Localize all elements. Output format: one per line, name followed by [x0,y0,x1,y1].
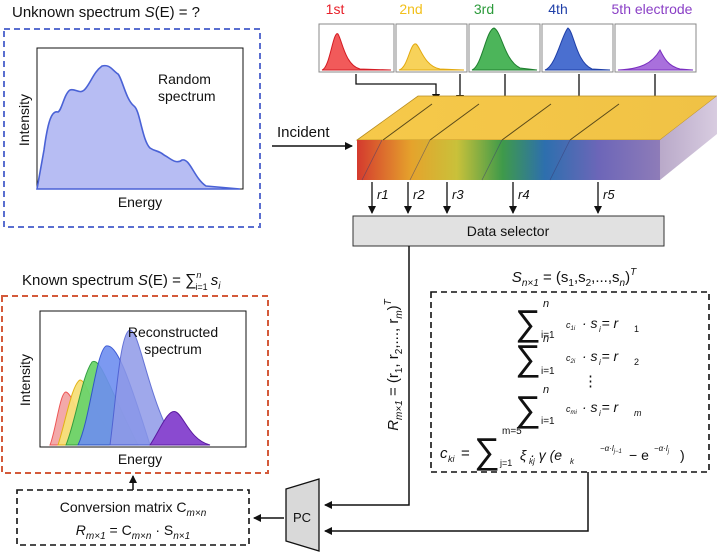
detector-bar [355,95,717,181]
svg-text:k: k [570,457,575,466]
equation-box [430,291,710,473]
cki-lhs: c [440,445,448,462]
bar-front [357,140,660,180]
conversion-matrix-line2: Rm×1 = Cm×n · Sn×1 [76,522,190,542]
bar-side [660,96,717,180]
electrode-peak-5 [617,48,694,71]
known-spectrum-box [1,295,269,474]
sum-sign-3: ∑ [515,388,541,429]
readout-r3: r3 [452,187,464,202]
svg-text:): ) [680,447,685,463]
electrode-labels: 1st 2nd 3rd 4th 5th electrode [326,1,693,17]
svg-text:m=5: m=5 [502,426,522,437]
svg-text:−α·lj: −α·lj [654,444,670,455]
readout-arrows [368,182,602,214]
conversion-matrix-line1: Conversion matrix Cm×n [60,499,207,519]
reconstructed-spectrum-curves [49,329,211,446]
pc-label: PC [293,510,311,525]
electrode-peak-2 [398,43,465,71]
svg-text:i: i [599,358,601,367]
pc-block [285,478,320,552]
known-plot-label-2: spectrum [144,341,202,357]
svg-text:ki: ki [448,454,456,464]
svg-text:c1i: c1i [566,320,576,332]
equation-2: · s = r [582,348,620,364]
equation-1: · s = r [582,315,620,331]
electrode-label-3: 3rd [474,1,494,17]
equation-rows: ∑ n i=1 c1i · s = r i 1 ∑ n i=1 c2i · s … [440,298,685,471]
known-ylabel: Intensity [17,354,33,406]
vector-r-label: Rm×1 = (r1, r2,..., rm)T [383,298,405,430]
readout-r1: r1 [377,187,389,202]
svg-text:i=1: i=1 [541,416,555,427]
readout-r2: r2 [413,187,425,202]
unknown-ylabel: Intensity [16,94,32,146]
equation-dots: ⋮ [583,373,598,390]
electrode-thumb-2 [395,23,468,73]
unknown-xlabel: Energy [118,194,162,210]
svg-text:2: 2 [634,357,639,367]
svg-text:n: n [543,298,549,310]
connector-lines [129,246,589,535]
known-plot-label-1: Reconstructed [128,324,218,340]
unknown-spectrum-box [3,28,261,228]
incident-label: Incident [277,124,330,141]
svg-text:n: n [543,333,549,345]
electrode-peak-3 [471,27,538,71]
readout-r4: r4 [518,187,530,202]
bar-top [355,95,717,141]
svg-text:i: i [599,325,601,334]
data-selector-label: Data selector [467,223,550,239]
cki-sum-sign: ∑ [474,430,500,471]
svg-text:j=1: j=1 [499,458,512,468]
svg-text:cmi: cmi [566,404,577,416]
electrode-peak-1 [321,33,392,71]
svg-text:i: i [599,409,601,418]
svg-text:=: = [461,445,470,462]
s-vector-definition: Sn×1 = (s1,s2,...,sn)T [512,267,637,289]
svg-text:n: n [543,384,549,396]
random-spectrum-curve [36,64,241,190]
sum-sign-1: ∑ [515,302,541,343]
electrode-label-1: 1st [326,1,345,17]
electrode-thumbnails [318,23,697,73]
cki-rhs: ξ · γ (e [520,447,562,463]
sum-sign-2: ∑ [515,337,541,378]
unknown-plot-label-2: spectrum [158,88,216,104]
electrode-label-5: 5th electrode [612,1,693,17]
unknown-plot-label-1: Random [158,71,211,87]
svg-text:1: 1 [634,324,639,334]
electrode-label-4: 4th [548,1,567,17]
svg-text:−α·lj−1: −α·lj−1 [600,444,622,455]
svg-text:− e: − e [629,447,649,463]
known-xlabel: Energy [118,451,162,467]
equation-3: · s = r [582,399,620,415]
svg-text:c2i: c2i [566,353,576,365]
conversion-matrix-box [16,489,250,546]
unknown-spectrum-title: Unknown spectrum S(E) = ? [12,4,200,21]
bar-electrode-lines [382,103,620,141]
known-plot-frame [39,310,247,448]
readout-r5: r5 [603,187,615,202]
svg-text:kj: kj [529,457,535,466]
svg-text:i=1: i=1 [541,366,555,377]
data-selector-box [352,215,665,247]
svg-text:m: m [634,408,642,418]
electrode-label-2: 2nd [399,1,422,17]
svg-text:i=1: i=1 [541,330,555,341]
electrode-peak-4 [544,27,611,71]
readout-labels: r1 r2 r3 r4 r5 [377,187,615,202]
